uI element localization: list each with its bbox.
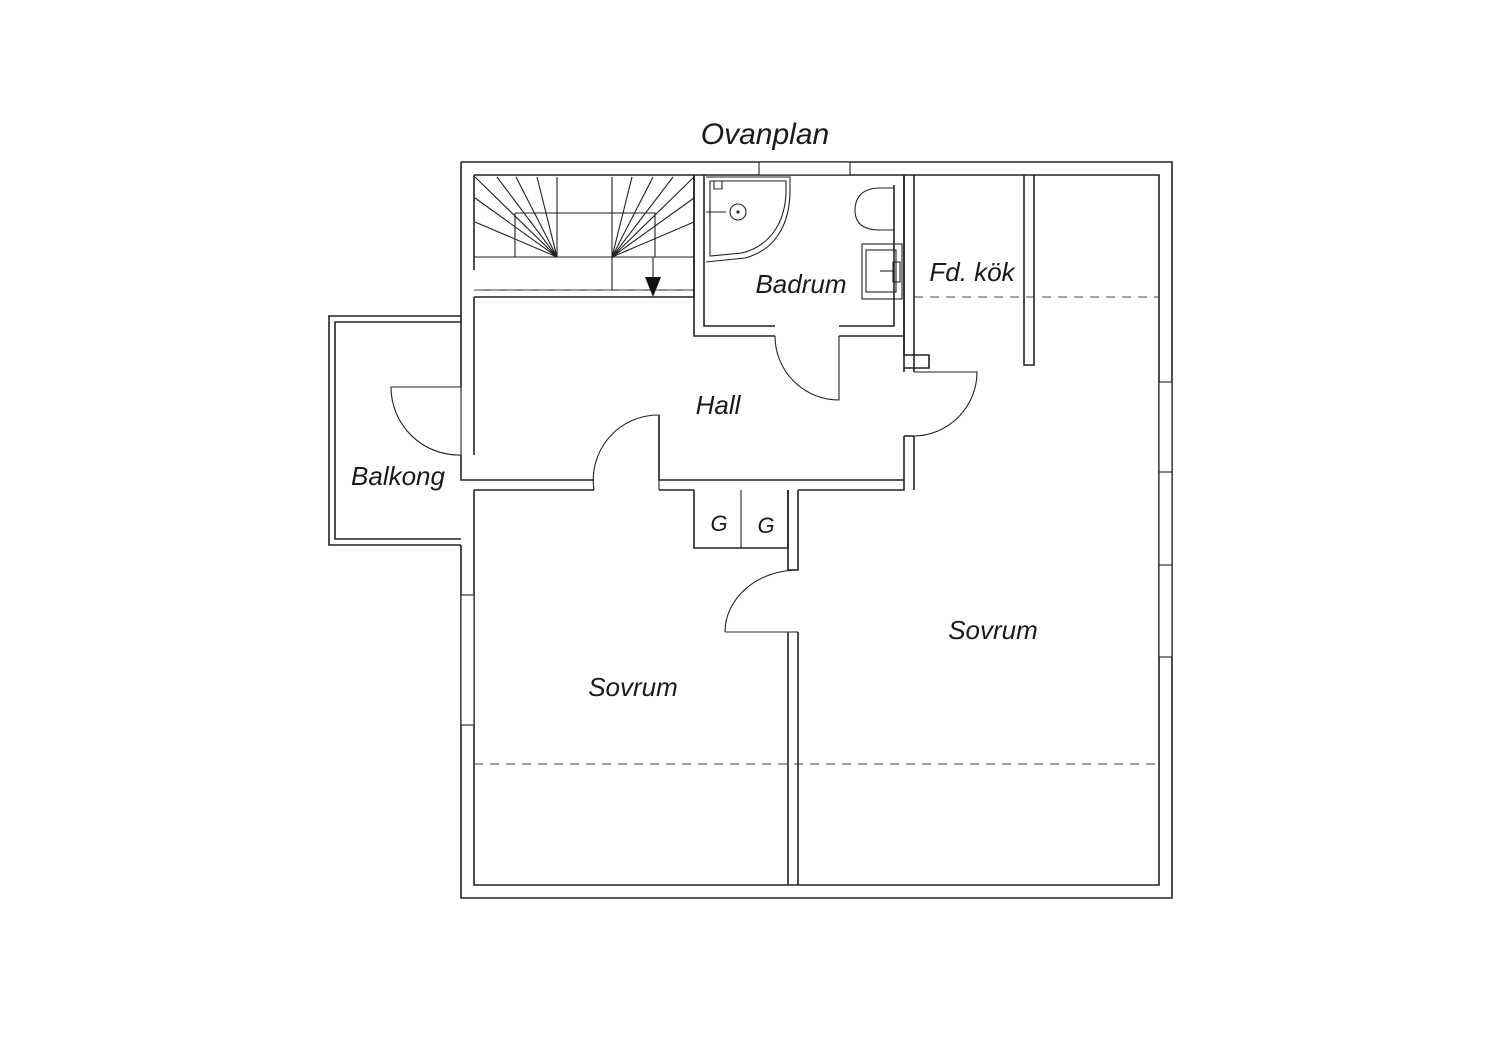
windows — [460, 161, 1173, 726]
balcony-door[interactable] — [390, 386, 462, 456]
room-label-sovrum-right: Sovrum — [948, 615, 1038, 645]
toilet-icon — [854, 187, 895, 231]
kitchen-walls — [914, 175, 1159, 366]
sink-icon — [861, 243, 903, 300]
window-left — [460, 594, 475, 726]
room-label-balkong: Balkong — [351, 461, 445, 491]
kitchen-door[interactable] — [904, 367, 978, 437]
staircase-icon — [474, 176, 695, 291]
closet-label-left: G — [710, 511, 727, 536]
hall-lower-wall — [474, 414, 904, 491]
room-label-hall: Hall — [696, 390, 742, 420]
room-label-badrum: Badrum — [755, 269, 846, 299]
stair-direction-arrow-icon — [645, 277, 661, 297]
bedroom-left-door-hall[interactable] — [592, 414, 660, 491]
balcony — [328, 315, 461, 546]
shower-icon — [705, 176, 791, 263]
exterior-walls — [460, 161, 1173, 899]
closet-label-right: G — [757, 513, 774, 538]
bedroom-right-door[interactable] — [724, 569, 799, 633]
window-top — [758, 161, 851, 176]
window-right — [1158, 381, 1173, 658]
bathroom-door[interactable] — [774, 335, 840, 401]
floor-title: Ovanplan — [701, 118, 829, 151]
room-label-fd-kok: Fd. kök — [929, 257, 1016, 287]
room-label-sovrum-left: Sovrum — [588, 672, 678, 702]
